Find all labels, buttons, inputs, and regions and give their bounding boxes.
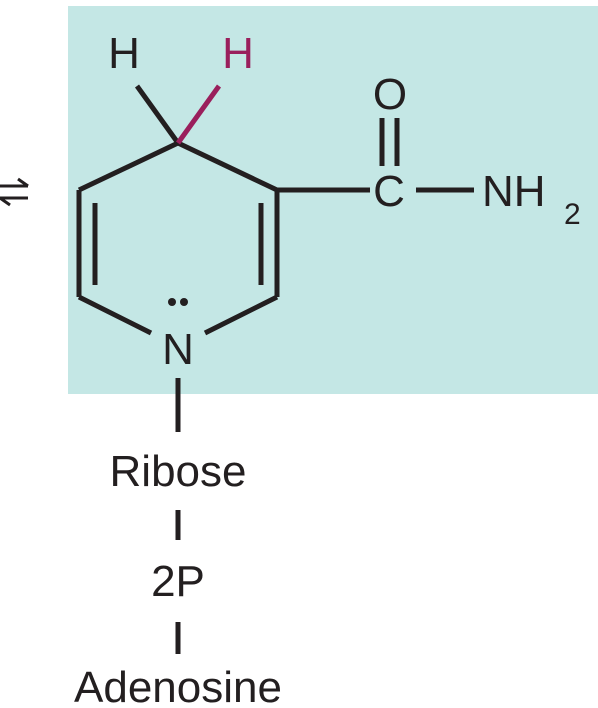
amide-label: NH <box>482 167 546 216</box>
lone-pair-dot-right <box>180 298 188 306</box>
oxygen-label: O <box>373 70 407 119</box>
amide-subscript-label: 2 <box>564 198 581 231</box>
bond-n1-c6 <box>77 294 153 336</box>
bond-c4-c3 <box>176 140 279 193</box>
ribose-label: Ribose <box>110 447 247 496</box>
bond-c4-h-left <box>134 84 181 145</box>
hydrogen-right-label: H <box>222 29 254 78</box>
highlight-box <box>68 6 598 394</box>
carbonyl-carbon-label: C <box>373 167 405 216</box>
lone-pair-dot-left <box>168 298 176 306</box>
bond-c2-n1 <box>203 294 279 336</box>
phosphate-label: 2P <box>151 557 205 606</box>
nitrogen-label: N <box>162 325 194 374</box>
equilibrium-arrow-icon <box>0 177 29 207</box>
adenosine-label: Adenosine <box>74 663 282 708</box>
hydrogen-left-label: H <box>108 29 140 78</box>
pyridine-ring <box>76 140 280 336</box>
bond-c5-c4 <box>77 140 180 193</box>
bond-c4-h-right <box>175 84 222 145</box>
